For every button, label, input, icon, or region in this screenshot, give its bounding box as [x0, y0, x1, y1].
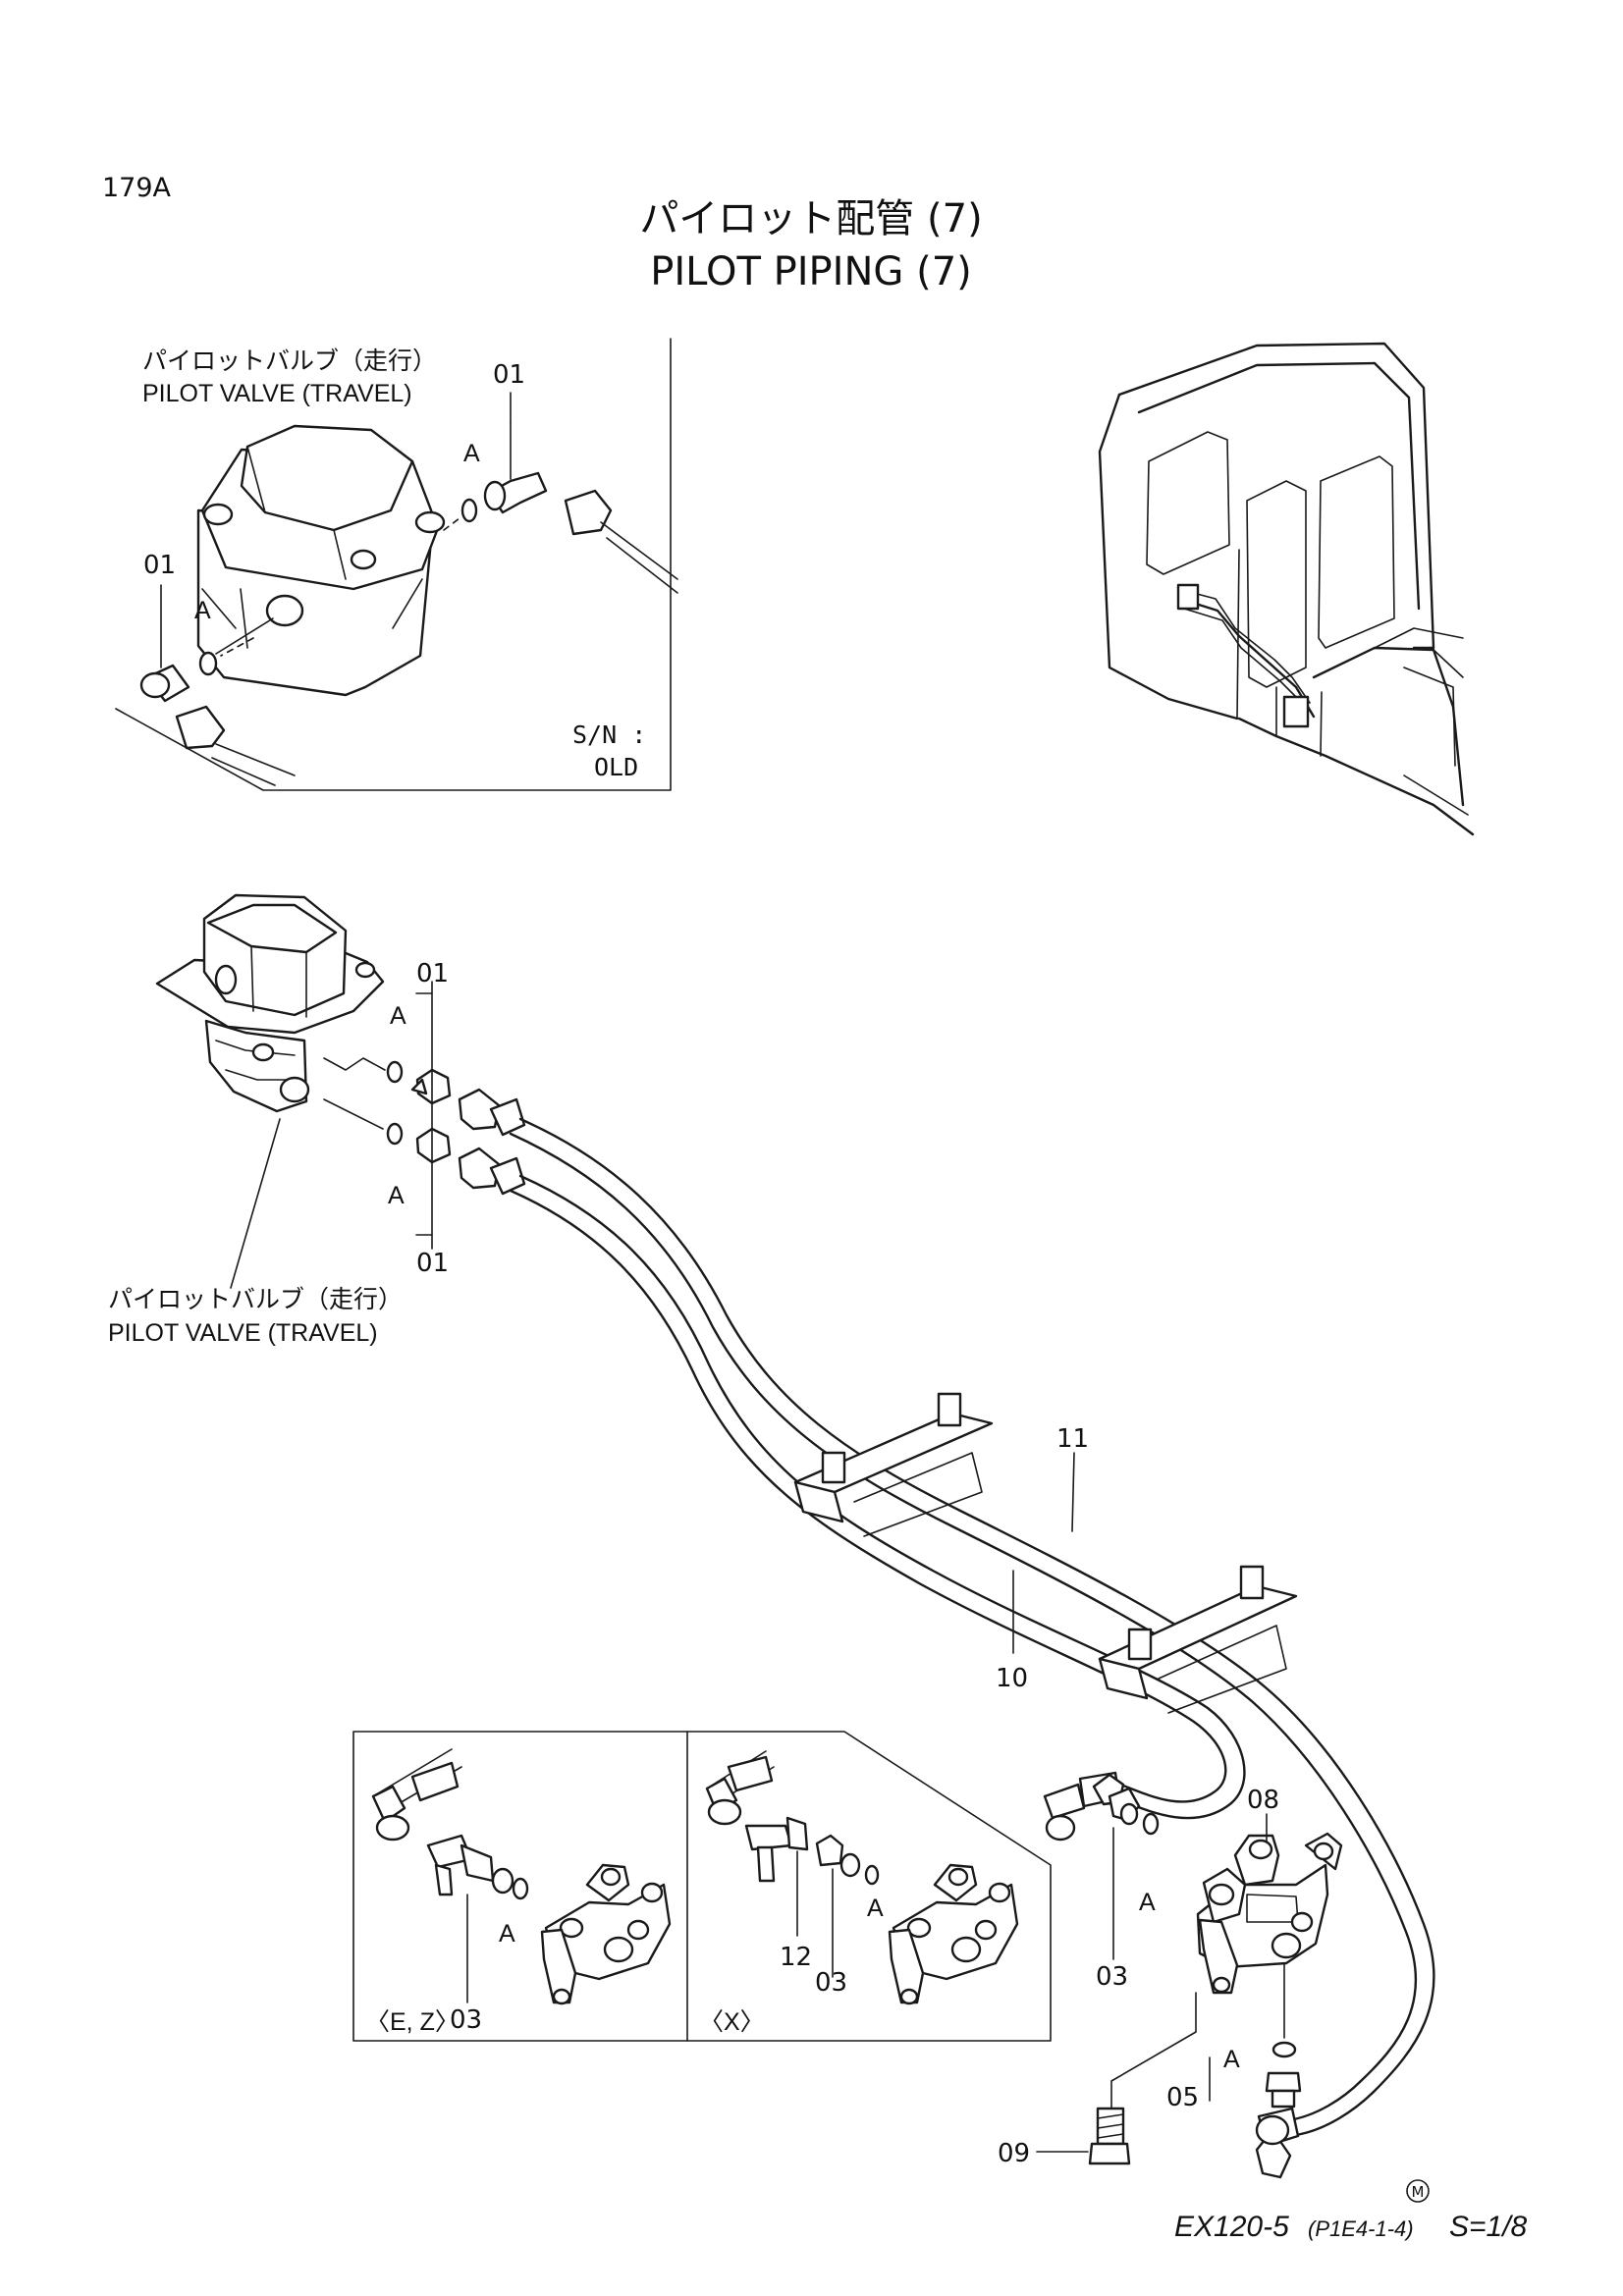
frame-clamp-upper	[793, 1392, 994, 1537]
main-fitting-03	[1092, 1773, 1160, 1836]
inset-old-label-jp: パイロットバルブ（走行）	[142, 347, 437, 375]
frame-clamp-lower	[1098, 1565, 1298, 1714]
inset-valve-body	[196, 424, 446, 697]
callout-05: 05	[1166, 2083, 1199, 2112]
page-title-jp: パイロット配管 (7)	[639, 196, 982, 241]
cab-overview	[1098, 342, 1475, 836]
hose-10	[509, 1174, 1246, 1820]
inset-sn-label: S/N :	[572, 721, 646, 749]
callout-10: 10	[996, 1664, 1028, 1693]
mark-a-03: A	[1139, 1889, 1156, 1916]
main-bracket	[415, 992, 433, 1236]
variant-x	[705, 1750, 1019, 2005]
x-callout-12: 12	[780, 1943, 812, 1972]
variant-ez-label: 〈E, Z〉	[365, 2008, 460, 2036]
inset-mark-top: A	[463, 440, 480, 467]
footer-mark-circle	[1406, 2179, 1430, 2203]
plug-05	[1209, 1962, 1302, 2109]
x-mark-a: A	[867, 1895, 884, 1922]
inset-lower-fitting	[139, 637, 296, 786]
main-upper-fittings	[323, 1057, 526, 1137]
ez-callout-03: 03	[450, 2005, 482, 2035]
main-valve-label-jp: パイロットバルブ（走行）	[108, 1286, 403, 1313]
page-title-en: PILOT PIPING (7)	[650, 249, 972, 294]
ez-mark-a: A	[499, 1920, 515, 1948]
hose-11-end-fitting	[1255, 2107, 1300, 2179]
variant-ez	[371, 1748, 672, 2005]
page-code: 179A	[102, 173, 172, 203]
inset-sn-value: OLD	[594, 753, 638, 781]
inset-callout-left: 01	[143, 551, 176, 580]
footer-model: EX120-5	[1174, 2211, 1289, 2243]
footer-mark: M	[1412, 2183, 1425, 2201]
mark-a-05: A	[1223, 2046, 1240, 2073]
bolt-09	[1036, 1992, 1197, 2165]
mark-a-upper: A	[390, 1002, 406, 1030]
callout-09: 09	[998, 2139, 1030, 2168]
inset-upper-fitting	[443, 471, 678, 594]
inset-old-frame	[115, 338, 672, 791]
callout-03-main: 03	[1096, 1962, 1128, 1992]
inset-old-label-en: PILOT VALVE (TRAVEL)	[142, 380, 412, 407]
variant-frame	[352, 1731, 1052, 2042]
inset-old: パイロットバルブ（走行） PILOT VALVE (TRAVEL) 01	[115, 338, 678, 791]
callout-01-lower: 01	[416, 1249, 449, 1278]
callout-08: 08	[1247, 1786, 1279, 1815]
leader-11	[1071, 1452, 1075, 1532]
main-valve-label-en: PILOT VALVE (TRAVEL)	[108, 1319, 378, 1347]
callout-11: 11	[1056, 1424, 1089, 1454]
main-pilot-valve	[155, 893, 385, 1289]
variant-x-label: 〈X〉	[699, 2008, 765, 2036]
valve-leader	[230, 1118, 281, 1289]
x-callout-03: 03	[815, 1968, 847, 1998]
footer-scale: S=1/8	[1449, 2211, 1528, 2243]
inset-callout-top: 01	[493, 360, 525, 390]
footer-ref: (P1E4-1-4)	[1308, 2216, 1414, 2241]
mark-a-lower: A	[388, 1182, 405, 1209]
callout-01-upper: 01	[416, 959, 449, 988]
control-block-08	[1196, 1832, 1343, 1995]
inset-mark-left: A	[194, 597, 211, 624]
hose-11	[509, 1117, 1435, 2137]
